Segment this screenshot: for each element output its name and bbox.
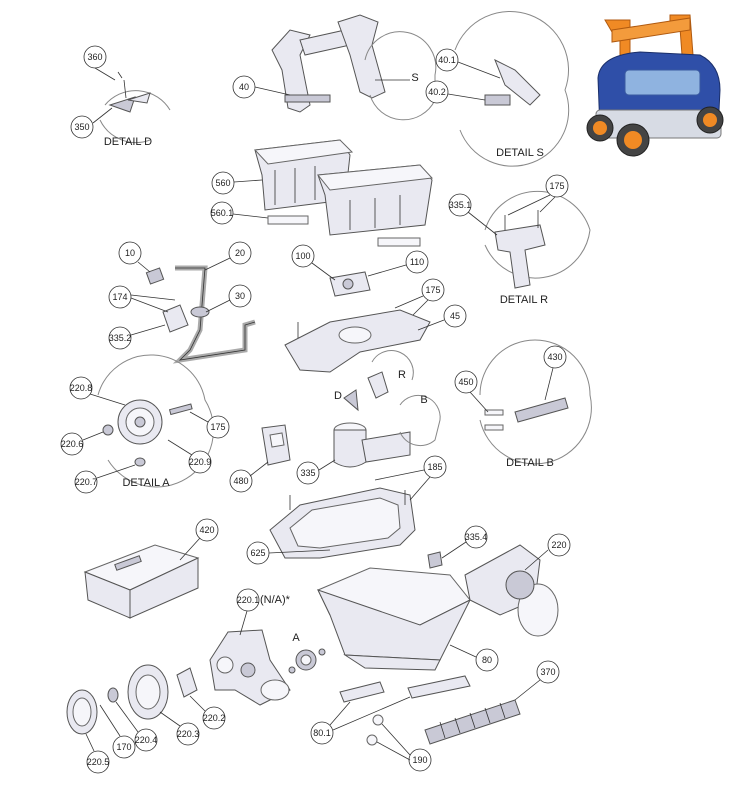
detail-b-caption: DETAIL B — [506, 457, 554, 469]
callout-175-a: 175 — [210, 422, 225, 432]
callout-220-7: 220.7 — [75, 477, 98, 487]
pump-motor: R D B 335 — [296, 350, 441, 485]
callout-175-m: 175 — [425, 285, 440, 295]
callout-220: 220 — [551, 540, 566, 550]
detail-a: 220.8 175 220.6 220.9 220.7 DETAIL A — [60, 354, 230, 494]
callout-480: 480 — [233, 476, 248, 486]
detail-s: 40.1 40.2 DETAIL S — [425, 11, 570, 167]
callout-220-5: 220.5 — [87, 757, 110, 767]
detail-s-circle — [454, 11, 570, 167]
letter-d: D — [334, 390, 342, 402]
callout-450: 450 — [458, 377, 473, 387]
callout-350: 350 — [74, 122, 89, 132]
pipe-assembly: 10 20 174 30 335.2 — [108, 241, 256, 364]
callout-220-8: 220.8 — [70, 383, 93, 393]
callout-220-2: 220.2 — [203, 713, 226, 723]
detail-d-part-350 — [108, 96, 136, 113]
callout-30: 30 — [235, 291, 245, 301]
detail-a-caption: DETAIL A — [122, 477, 170, 489]
callout-220-4: 220.4 — [135, 735, 158, 745]
callout-185: 185 — [427, 462, 442, 472]
part-420: 420 — [83, 518, 219, 619]
callout-80: 80 — [482, 655, 492, 665]
callout-335-4: 335.4 — [465, 532, 488, 542]
callout-625: 625 — [250, 548, 265, 558]
callout-20: 20 — [235, 248, 245, 258]
callout-335-2: 335.2 — [109, 333, 132, 343]
callout-190: 190 — [412, 755, 427, 765]
letter-b: B — [420, 394, 427, 406]
callout-220-6: 220.6 — [61, 439, 84, 449]
detail-r: 335.1 175 DETAIL R — [448, 174, 591, 306]
filter-baskets: 560 560.1 — [210, 139, 434, 247]
callout-335-1: 335.1 — [449, 200, 472, 210]
detail-d: 360 350 DETAIL D — [70, 45, 171, 148]
callout-40: 40 — [239, 82, 249, 92]
handle-assembly: S 40 — [232, 14, 437, 121]
letter-s: S — [411, 72, 418, 84]
chassis-80: 80 335.4 — [317, 525, 499, 672]
drive-220: 220 — [464, 533, 571, 637]
callout-560-1: 560.1 — [211, 208, 234, 218]
callout-220-9: 220.9 — [189, 457, 212, 467]
detail-b-circle — [479, 339, 592, 465]
lower-parts: 80.1 370 190 — [310, 660, 560, 772]
top-cover: 100 110 175 45 — [284, 244, 467, 373]
callout-220-1: 220.1 — [237, 595, 260, 605]
callout-40-2: 40.2 — [428, 87, 446, 97]
callout-174: 174 — [112, 292, 127, 302]
detail-r-caption: DETAIL R — [500, 294, 548, 306]
part-480: 480 — [229, 424, 291, 493]
detail-s-caption: DETAIL S — [496, 147, 544, 159]
callout-420: 420 — [199, 525, 214, 535]
gearbox-220-1: 220.1 (N/A)* A — [209, 588, 326, 706]
callout-100: 100 — [295, 251, 310, 261]
callout-370: 370 — [540, 667, 555, 677]
letter-a: A — [292, 632, 300, 644]
callout-10: 10 — [125, 248, 135, 258]
frame-625: 185 625 — [246, 455, 447, 565]
robot-photo — [586, 14, 724, 157]
callout-360: 360 — [87, 52, 102, 62]
detail-d-circle — [104, 90, 171, 111]
callout-560: 560 — [215, 178, 230, 188]
callout-220-3: 220.3 — [177, 729, 200, 739]
letter-r: R — [398, 369, 406, 381]
na-note: (N/A)* — [260, 594, 291, 606]
callout-45: 45 — [450, 311, 460, 321]
callout-175-r: 175 — [549, 181, 564, 191]
detail-b: 430 450 DETAIL B — [454, 339, 592, 469]
callout-430: 430 — [547, 352, 562, 362]
callout-170: 170 — [116, 742, 131, 752]
callout-40-1: 40.1 — [438, 55, 456, 65]
wheel-parts: 220.2 220.3 220.4 170 220.5 — [66, 664, 226, 774]
callout-110: 110 — [410, 257, 424, 267]
callout-335: 335 — [300, 468, 315, 478]
detail-d-caption: DETAIL D — [104, 136, 152, 148]
detail-a-circle — [97, 354, 215, 488]
callout-80-1: 80.1 — [313, 728, 331, 738]
